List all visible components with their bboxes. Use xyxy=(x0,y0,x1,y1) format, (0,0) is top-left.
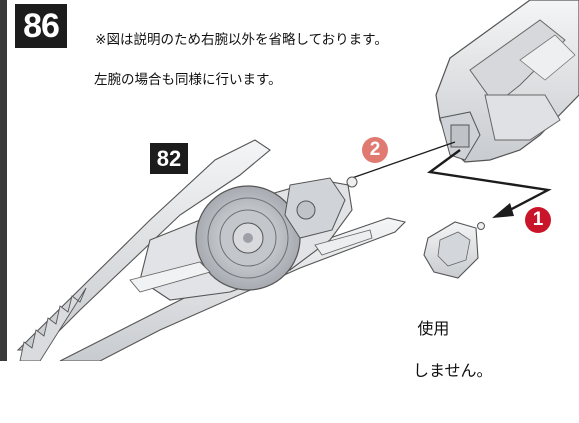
weapon-part xyxy=(16,139,407,361)
arm-part xyxy=(435,0,579,163)
insertion-line xyxy=(351,141,456,179)
step-note: ※図は説明のため右腕以外を省略しております。 左腕の場合も同様に行います。 xyxy=(78,10,388,130)
callout-1: 1 xyxy=(525,207,551,233)
unused-label-line-1: 使用 xyxy=(417,319,450,338)
step-number: 86 xyxy=(15,4,67,48)
reference-number: 82 xyxy=(150,143,188,174)
removed-part xyxy=(423,221,485,279)
step-note-line-1: ※図は説明のため右腕以外を省略しております。 xyxy=(95,32,388,48)
assembly-illustration xyxy=(16,0,579,361)
callout-2: 2 xyxy=(362,137,388,163)
instruction-page: 86 ※図は説明のため右腕以外を省略しております。 左腕の場合も同様に行います。 xyxy=(0,0,579,380)
unused-label-line-2: しません。 xyxy=(413,361,493,380)
page-edge-bar xyxy=(0,0,7,361)
step-note-line-2: 左腕の場合も同様に行います。 xyxy=(94,72,282,88)
unused-label: 使用 しません。 xyxy=(397,297,493,423)
removal-arrow xyxy=(426,149,552,218)
